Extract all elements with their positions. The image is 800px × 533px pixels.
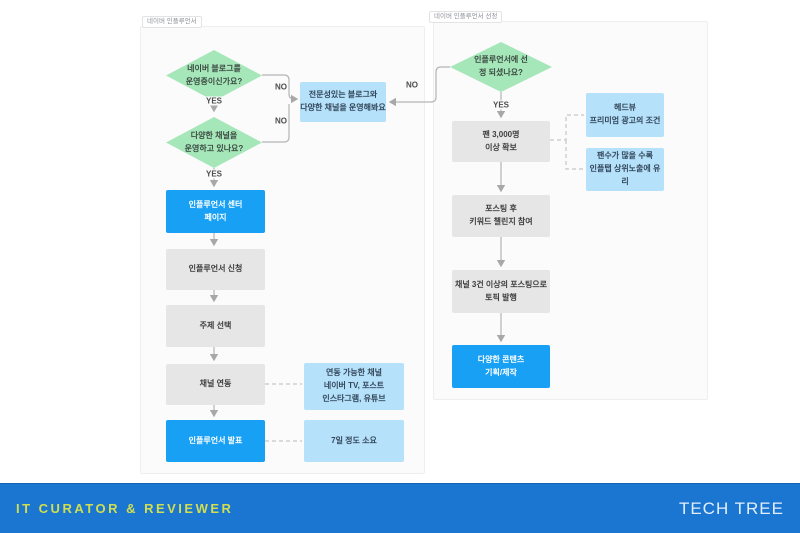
- note-line: 인스타그램, 유튜브: [322, 393, 386, 403]
- step-line: 기획/제작: [485, 367, 517, 377]
- decision-line: 네이버 블로그를: [187, 63, 241, 73]
- step-content-planning: 다양한 콘텐츠 기획/제작: [452, 345, 550, 388]
- note-seven-days: 7일 정도 소요: [304, 420, 404, 462]
- yes-label: YES: [490, 100, 512, 110]
- step-line: 포스팅 후: [485, 204, 517, 214]
- footer-logo-text: TECH TREE: [678, 498, 784, 518]
- note-line: 프리미엄 광고의 조건: [589, 116, 661, 125]
- step-keyword-challenge: 포스팅 후 키워드 챌린지 참여: [452, 195, 550, 237]
- step-line: 주제 선택: [199, 320, 232, 330]
- step-channel-link: 채널 연동: [166, 364, 265, 405]
- step-line: 인플루언서 센터: [188, 199, 243, 209]
- no-label: NO: [406, 80, 418, 90]
- note-line: 팬수가 많을 수록: [597, 151, 653, 161]
- note-headview-premium: 헤드뷰 프리미엄 광고의 조건: [586, 93, 664, 137]
- step-line: 인플루언서 신청: [188, 264, 243, 274]
- decision-line: 인플루언서에 선: [474, 55, 528, 65]
- step-line: 키워드 챌린지 참여: [469, 217, 533, 226]
- decision-line: 정 되셨나요?: [479, 68, 523, 77]
- yes-label: YES: [203, 169, 225, 179]
- note-linkable-channels: 연동 가능한 채널 네이버 TV, 포스트 인스타그램, 유튜브: [304, 363, 404, 410]
- step-line: 다양한 콘텐츠: [477, 354, 525, 364]
- step-influencer-announce: 인플루언서 발표: [166, 420, 265, 462]
- yes-label: YES: [203, 96, 225, 106]
- step-line: 인플루언서 발표: [188, 435, 243, 445]
- advice-line: 다양한 채널을 운영해봐요: [300, 103, 386, 112]
- note-more-fans-exposure: 팬수가 많을 수록 인플탭 상위노출에 유리: [586, 148, 664, 191]
- step-secure-3000-fans: 팬 3,000명 이상 확보: [452, 121, 550, 162]
- right-panel-label: 네이버 인플루언서 선정: [429, 11, 503, 23]
- footer-bar: IT CURATOR & REVIEWER TECH TREE: [0, 483, 800, 533]
- note-line: 네이버 TV, 포스트: [323, 381, 385, 391]
- step-line: 이상 확보: [485, 142, 517, 152]
- no-label: NO: [275, 82, 287, 92]
- advice-run-blog-channels-box: 전문성있는 블로그와 다양한 채널을 운영해봐요: [300, 82, 386, 122]
- left-panel-label: 네이버 인플루언서: [142, 16, 202, 28]
- no-label: NO: [275, 116, 287, 126]
- step-line: 페이지: [204, 212, 227, 222]
- decision-line: 운영중이신가요?: [185, 76, 243, 86]
- step-topic-publish: 채널 3건 이상의 포스팅으로 토픽 발행: [452, 270, 550, 313]
- note-line: 인플탭 상위노출에 유리: [589, 164, 661, 186]
- step-line: 채널 연동: [199, 379, 232, 389]
- step-line: 팬 3,000명: [482, 129, 520, 139]
- decision-line: 운영하고 있나요?: [184, 143, 244, 153]
- footer-brand-text: IT CURATOR & REVIEWER: [16, 501, 234, 516]
- step-line: 토픽 발행: [485, 292, 517, 302]
- note-line: 7일 정도 소요: [331, 435, 377, 445]
- note-line: 연동 가능한 채널: [326, 368, 382, 378]
- step-line: 채널 3건 이상의 포스팅으로: [454, 279, 548, 289]
- step-influencer-apply: 인플루언서 신청: [166, 249, 265, 290]
- note-line: 헤드뷰: [613, 103, 637, 113]
- decision-line: 다양한 채널을: [190, 130, 238, 140]
- advice-line: 전문성있는 블로그와: [308, 90, 378, 100]
- step-influencer-center-page: 인플루언서 센터 페이지: [166, 190, 265, 233]
- step-topic-select: 주제 선택: [166, 305, 265, 347]
